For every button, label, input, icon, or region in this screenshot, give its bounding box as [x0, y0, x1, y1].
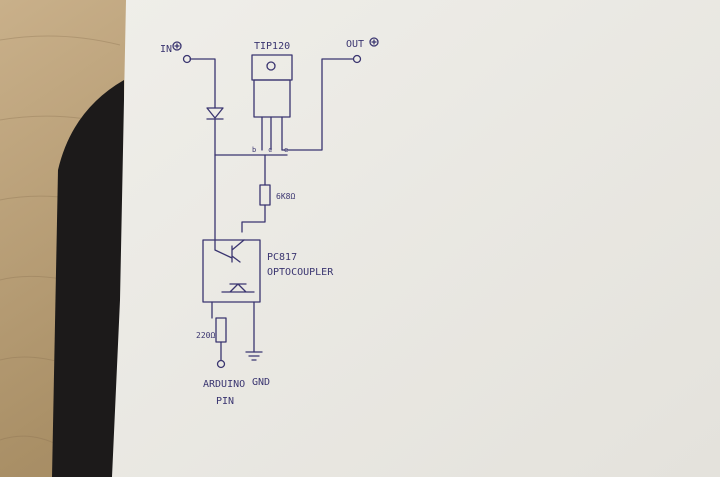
arduino-label: ARDUINO — [203, 379, 245, 390]
led-resistor: 220Ω — [196, 317, 227, 361]
plus-circle-icon — [369, 37, 379, 47]
diode-symbol — [206, 107, 224, 241]
pin-label: PIN — [216, 396, 234, 407]
pin-c-label: c — [268, 146, 272, 154]
out-terminal: OUT — [281, 37, 379, 151]
schematic: IN TIP120 b c e — [160, 37, 379, 407]
optocoupler-label: OPTOCOUPLER — [267, 267, 334, 278]
tip120-label: TIP120 — [254, 41, 290, 52]
base-resistor: 6K8Ω — [241, 154, 295, 233]
arduino-pin-terminal: ARDUINO PIN — [203, 359, 245, 407]
gnd-label: GND — [252, 377, 270, 388]
resistor-220-label: 220Ω — [196, 331, 215, 340]
plus-circle-icon — [172, 41, 182, 51]
out-label: OUT — [346, 39, 364, 50]
in-label: IN — [160, 44, 172, 55]
pc817-optocoupler: PC817 OPTOCOUPLER — [202, 239, 334, 353]
in-terminal: IN — [160, 41, 216, 109]
pin-b-label: b — [252, 146, 256, 154]
pc817-label: PC817 — [267, 252, 297, 263]
arduino-node-circle — [216, 359, 226, 369]
paper-sheet — [112, 0, 720, 477]
resistor-6k8-label: 6K8Ω — [276, 192, 295, 201]
binder-cover — [52, 80, 124, 477]
wood-grain — [0, 35, 121, 447]
ground-symbol: GND — [245, 351, 270, 388]
